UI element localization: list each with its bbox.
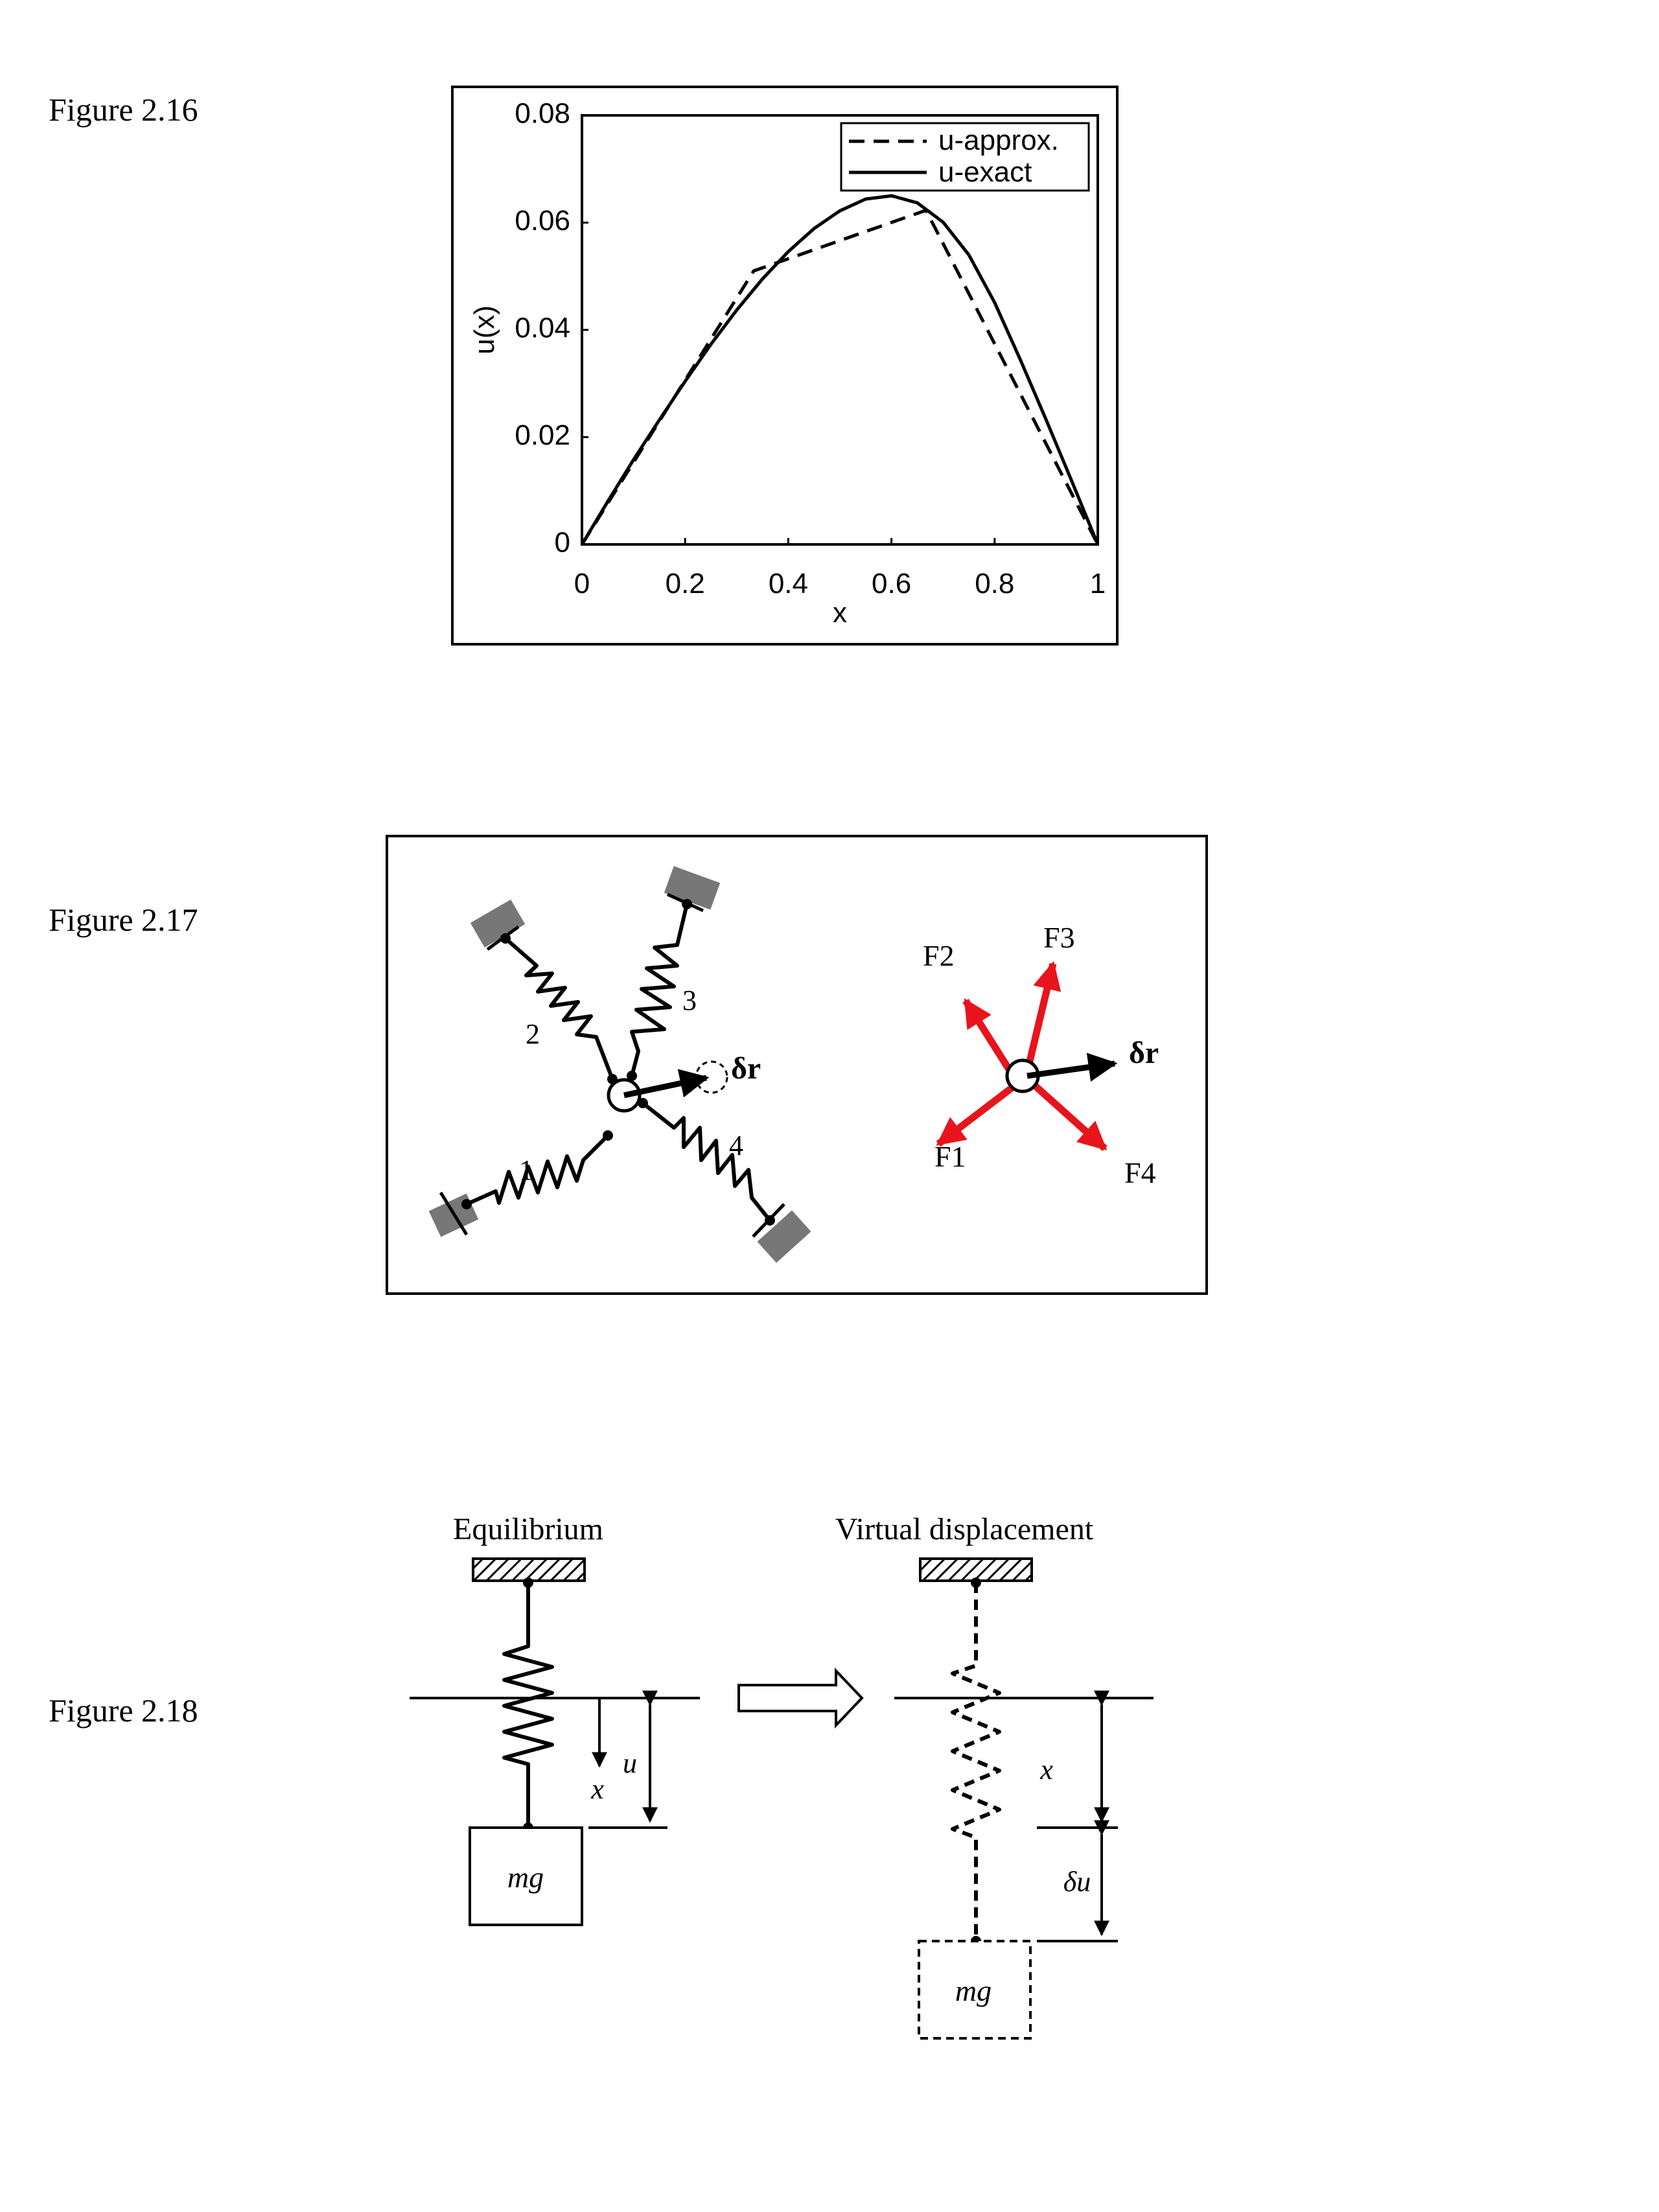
equilibrium-panel: Equilibrium mg x u xyxy=(410,1512,700,1926)
force-4-label: F4 xyxy=(1124,1156,1156,1189)
virtual-mass-label: mg xyxy=(955,1974,992,2007)
spring-3-label: 3 xyxy=(682,984,697,1016)
spring-2-label: 2 xyxy=(526,1018,540,1050)
force-3-arrow xyxy=(1024,960,1062,1071)
figure-2-17-frame xyxy=(386,835,1208,1295)
x-tick-label: 1 xyxy=(1090,568,1106,600)
equilibrium-x-label: x xyxy=(590,1773,604,1805)
axis-ticks xyxy=(581,114,1099,546)
spring-2-coil xyxy=(504,937,614,1080)
displacement-arrow xyxy=(623,1069,710,1099)
y-tick-label: 0.04 xyxy=(515,312,570,344)
y-tick-label: 0.08 xyxy=(515,98,570,130)
spring-3-node-dot xyxy=(627,1071,637,1081)
spring-2 xyxy=(470,899,618,1084)
force-1-label: F1 xyxy=(934,1140,966,1173)
force-1-arrow xyxy=(936,1084,1015,1147)
free-body-displacement-label: δr xyxy=(1129,1036,1159,1070)
chart-outer-frame xyxy=(451,86,1119,646)
delta-u-label: δu xyxy=(1063,1866,1091,1898)
equilibrium-mass-block xyxy=(469,1826,583,1926)
figure-2-17-diagram: 1 2 3 4 δr F1 F2 F3 F4 δr xyxy=(386,835,1208,1295)
virtual-mass-block xyxy=(918,1940,1032,2040)
figure-2-16-caption: Figure 2.16 xyxy=(49,91,198,128)
spring-4-coil xyxy=(642,1101,772,1222)
spring-1-wall xyxy=(439,1191,469,1236)
spring-4-support xyxy=(757,1210,811,1263)
figure-2-16-chart: 0 0.02 0.04 0.06 0.08 0 0.2 0.4 0.6 0.8 … xyxy=(451,86,1119,646)
chart-legend: u-approx. u-exact xyxy=(840,122,1090,192)
y-tick-label: 0.06 xyxy=(515,205,570,237)
series-line-approx xyxy=(580,209,1100,546)
equilibrium-ceiling xyxy=(472,1557,586,1582)
series-line-exact xyxy=(580,194,1100,546)
y-axis-label: u(x) xyxy=(469,305,500,355)
virtual-displacement-panel: Virtual displacement mg x δu xyxy=(835,1512,1154,2040)
equilibrium-mass-label: mg xyxy=(507,1861,544,1894)
displacement-label: δr xyxy=(731,1051,761,1086)
spring-1-coil xyxy=(465,1134,610,1206)
spring-2-support xyxy=(470,899,526,948)
virtual-spring xyxy=(951,1583,1001,1941)
legend-box xyxy=(840,122,1090,192)
spring-4 xyxy=(638,1098,811,1263)
force-3-label: F3 xyxy=(1043,921,1075,954)
y-tick-label: 0.02 xyxy=(515,419,570,451)
spring-4-label: 4 xyxy=(729,1130,743,1161)
legend-label-approx: u-approx. xyxy=(938,124,1059,156)
figure-2-18-diagram: Equilibrium mg x u Virtual displacement … xyxy=(410,1512,1154,2040)
transition-arrow xyxy=(737,1668,864,1729)
x-tick-label: 0.8 xyxy=(975,568,1014,600)
force-2-arrow xyxy=(962,998,1015,1077)
series-layer xyxy=(580,194,1100,546)
x-tick-label: 0 xyxy=(574,568,590,600)
x-tick-label: 0.2 xyxy=(666,568,705,600)
equilibrium-spring xyxy=(502,1583,554,1828)
force-2-label: F2 xyxy=(923,939,955,972)
virtual-displacement-title: Virtual displacement xyxy=(835,1512,1094,1546)
virtual-x-label: x xyxy=(1039,1754,1053,1786)
x-tick-label: 0.6 xyxy=(872,568,911,600)
spring-1-label: 1 xyxy=(519,1154,533,1186)
x-tick-label: 0.4 xyxy=(769,568,808,600)
spring-1-node-dot xyxy=(603,1130,613,1141)
x-axis-label: x xyxy=(833,597,847,629)
figure-2-18-caption: Figure 2.18 xyxy=(49,1692,198,1729)
figure-2-17-caption: Figure 2.17 xyxy=(49,902,198,938)
equilibrium-u-label: u xyxy=(623,1747,637,1779)
spring-1 xyxy=(428,1130,613,1237)
spring-3-support xyxy=(664,866,721,910)
equilibrium-title: Equilibrium xyxy=(453,1512,603,1546)
legend-label-exact: u-exact xyxy=(938,156,1032,188)
spring-3 xyxy=(627,866,721,1081)
free-body-diagram: F1 F2 F3 F4 δr xyxy=(923,921,1159,1189)
virtual-ceiling xyxy=(919,1557,1033,1582)
free-body-displacement-arrow xyxy=(1027,1053,1118,1082)
spring-3-coil xyxy=(630,903,689,1077)
y-tick-label: 0 xyxy=(555,527,570,559)
force-4-arrow xyxy=(1033,1083,1108,1152)
